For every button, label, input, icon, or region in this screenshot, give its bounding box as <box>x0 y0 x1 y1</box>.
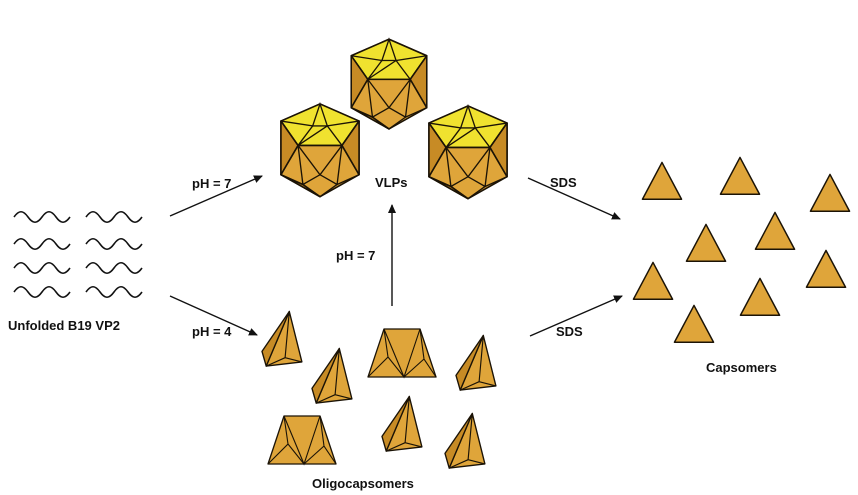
vlp-particle-left <box>280 103 360 198</box>
capsomer-triangles <box>632 156 851 343</box>
label-oligocapsomers: Oligocapsomers <box>312 476 414 491</box>
vlp-particle-right <box>428 105 508 200</box>
condition-ph4-lower: pH = 4 <box>192 324 232 339</box>
oligocapsomer-shapes <box>261 310 497 469</box>
arrow-oligo-to-capsomers <box>529 295 623 337</box>
arrow-to-vlps <box>169 175 263 217</box>
condition-sds-upper: SDS <box>550 175 577 190</box>
condition-ph7-upper: pH = 7 <box>192 176 231 191</box>
condition-sds-lower: SDS <box>556 324 583 339</box>
label-unfolded-vp2: Unfolded B19 VP2 <box>8 318 120 333</box>
label-vlps: VLPs <box>375 175 408 190</box>
arrow-vlps-to-capsomers <box>527 177 621 220</box>
label-capsomers: Capsomers <box>706 360 777 375</box>
arrow-to-oligocapsomers <box>169 295 258 336</box>
condition-ph7-vertical: pH = 7 <box>336 248 375 263</box>
vlp-particle-top <box>350 38 428 130</box>
unfolded-vp2-chains <box>13 210 143 299</box>
